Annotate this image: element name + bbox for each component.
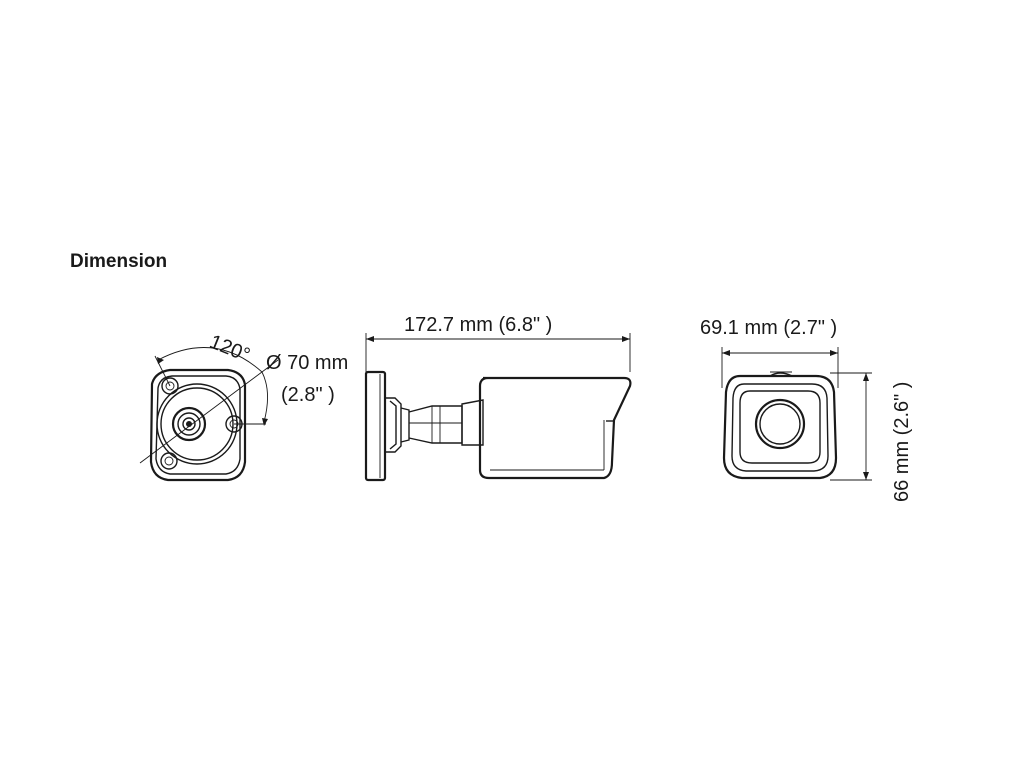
screw-bottom [160, 452, 178, 470]
width-label: 69.1 mm (2.7" ) [700, 317, 837, 339]
front-view: 69.1 mm (2.7" ) 66 mm (2.6" ) [700, 317, 913, 502]
height-label: 66 mm (2.6" ) [891, 382, 913, 502]
diameter-inch-label: (2.8" ) [281, 384, 335, 406]
angle-label: 120° [206, 331, 253, 367]
diameter-label: Ø 70 mm [266, 352, 348, 374]
length-label: 172.7 mm (6.8" ) [404, 314, 552, 336]
rear-view: 120° Ø 70 mm (2.8" ) [139, 331, 348, 482]
page-title: Dimension [70, 251, 168, 272]
screw-top [161, 377, 179, 395]
side-view: 172.7 mm (6.8" ) [364, 314, 632, 482]
